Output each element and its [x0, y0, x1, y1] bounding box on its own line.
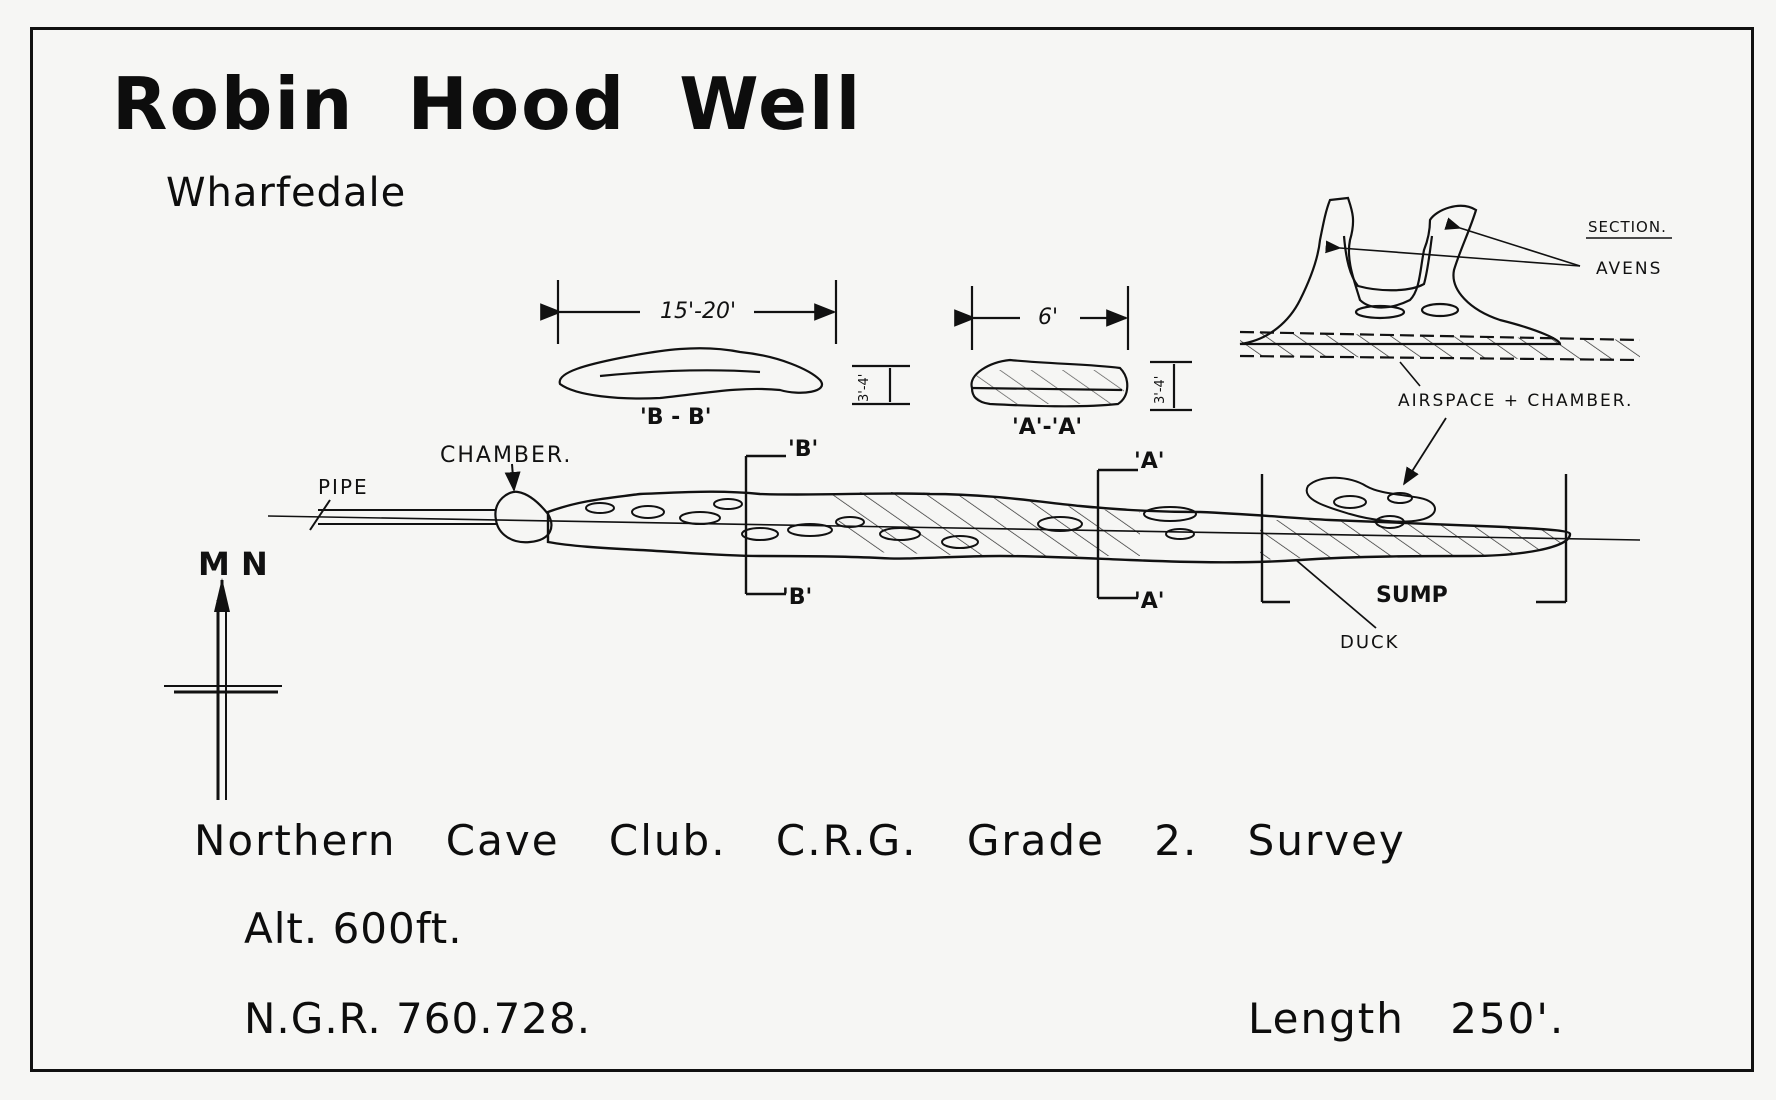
- duck-label: DUCK: [1340, 632, 1399, 653]
- duck-pointer: [1295, 559, 1377, 629]
- xsec-a-label: 'A'-'A': [1012, 415, 1082, 440]
- survey-club-line: Northern Cave Club. C.R.G. Grade 2. Surv…: [194, 816, 1406, 865]
- grid-reference-text: N.G.R. 760.728.: [244, 994, 592, 1043]
- section-line-a: [1096, 468, 1138, 600]
- section-line-b: [744, 454, 786, 596]
- avens-label: AVENS: [1596, 259, 1662, 279]
- cross-section-b: [540, 280, 910, 406]
- map-subtitle: Wharfedale: [166, 170, 407, 216]
- xsec-a-width-label: 6': [1038, 305, 1058, 330]
- xsec-b-height-label: 3'-4': [857, 374, 872, 402]
- section-a-bottom-label: 'A': [1134, 589, 1165, 614]
- pipe-label: PIPE: [318, 475, 369, 499]
- section-b-bottom-label: 'B': [782, 585, 812, 610]
- first-chamber: [494, 490, 553, 544]
- pipe: [309, 499, 496, 531]
- altitude-text: Alt. 600ft.: [244, 904, 463, 953]
- section-label: SECTION.: [1588, 218, 1667, 236]
- map-title: Robin Hood Well: [112, 62, 863, 146]
- north-arrow: [164, 578, 282, 800]
- north-label: M N: [198, 545, 268, 583]
- sump-bracket: [1260, 474, 1568, 604]
- sump-label: SUMP: [1376, 583, 1448, 608]
- passage-boulders: [585, 492, 1413, 549]
- xsec-a-height-label: 3'-4': [1153, 376, 1168, 404]
- airspace-chamber: [1305, 476, 1436, 523]
- chamber-label: CHAMBER.: [440, 443, 572, 468]
- xsec-b-width-label: 15'-20': [660, 299, 736, 324]
- airspace-label: AIRSPACE + CHAMBER.: [1398, 391, 1633, 411]
- map-border: [30, 27, 1754, 1072]
- cave-length-text: Length 250'.: [1248, 994, 1566, 1043]
- section-b-top-label: 'B': [788, 437, 818, 462]
- section-a-top-label: 'A': [1134, 449, 1165, 474]
- xsec-b-label: 'B - B': [640, 405, 711, 430]
